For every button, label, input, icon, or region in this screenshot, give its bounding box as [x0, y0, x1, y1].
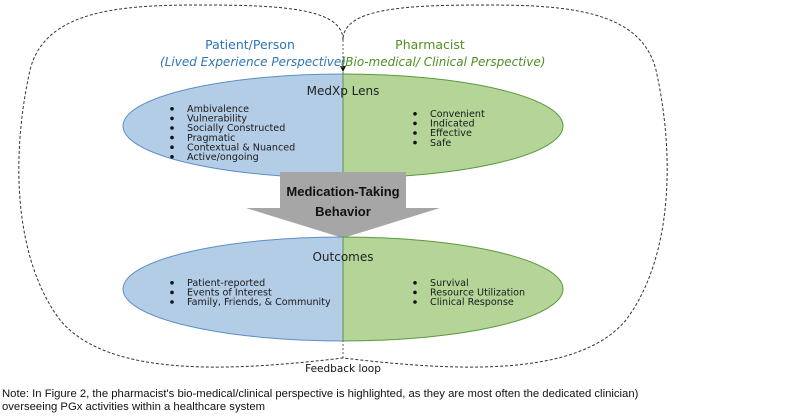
lens-patient-bullet: [170, 116, 174, 121]
lens-pharmacist-bullet: [413, 121, 417, 126]
outcomes-patient-item: Patient-reported: [187, 278, 265, 289]
outcomes-pharmacist-bullet: [413, 290, 417, 295]
lens-patient-item: Socially Constructed: [187, 123, 285, 134]
medication-taking-arrow: Medication-Taking Behavior: [246, 172, 440, 238]
outcomes-pharmacist-item: Clinical Response: [430, 297, 514, 308]
lens-title: MedXp Lens: [307, 84, 380, 98]
feedback-loop-label: Feedback loop: [305, 363, 381, 375]
arrow-label-line1: Medication-Taking: [286, 184, 399, 199]
lens-pharmacist-item: Convenient: [430, 109, 485, 120]
divider-arrow-head: [340, 66, 346, 72]
lens-pharmacist-bullet: [413, 112, 417, 116]
lens-patient-bullet: [170, 145, 174, 149]
lens-patient-bullet: [170, 135, 174, 140]
lens-pharmacist-item: Indicated: [430, 119, 475, 130]
lens-patient-item: Vulnerability: [187, 114, 247, 125]
outcomes-patient-item: Family, Friends, & Community: [187, 297, 331, 308]
arrow-label-line2: Behavior: [315, 204, 371, 219]
outcomes-pharmacist-bullet: [413, 281, 417, 285]
outcomes-patient-bullet: [170, 300, 174, 304]
outcomes-patient-bullet: [170, 290, 174, 295]
pharmacist-subtitle: (Bio-medical/ Clinical Perspective): [341, 55, 546, 69]
lens-pharmacist-bullet: [413, 131, 417, 135]
figure-note: Note: In Figure 2, the pharmacist's bio-…: [2, 388, 792, 413]
outcomes-pharmacist-half: [343, 236, 564, 342]
arrow-shape: [246, 172, 440, 238]
patient-title: Patient/Person: [205, 37, 295, 52]
outcomes-pharmacist-bullet: [413, 300, 417, 304]
feedback-loop-outline: [18, 4, 668, 368]
note-line-1: Note: In Figure 2, the pharmacist's bio-…: [2, 388, 639, 400]
outcomes-patient-bullet: [170, 281, 174, 285]
lens-patient-item: Ambivalence: [187, 104, 249, 115]
medxp-lens: MedXp Lens AmbivalenceVulnerabilitySocia…: [122, 73, 564, 179]
lens-patient-item: Pragmatic: [187, 133, 235, 144]
outcomes-pharmacist-item: Resource Utilization: [430, 288, 525, 299]
lens-pharmacist-half: [343, 73, 564, 179]
lens-patient-item: Contextual & Nuanced: [187, 142, 295, 153]
outcomes-patient-half: [122, 236, 343, 342]
lens-pharmacist-item: Safe: [430, 138, 451, 149]
lens-patient-bullet: [170, 126, 174, 130]
lens-patient-bullet: [170, 155, 174, 159]
pharmacist-title: Pharmacist: [395, 37, 465, 52]
lens-patient-half: [122, 73, 343, 179]
lens-patient-bullet: [170, 107, 174, 111]
patient-subtitle: (Lived Experience Perspective): [160, 55, 346, 69]
outcomes-title: Outcomes: [312, 250, 373, 264]
note-line-2: overseeing PGx activities within a healt…: [2, 400, 266, 413]
lens-patient-item: Active/ongoing: [187, 152, 259, 163]
lens-pharmacist-bullet: [413, 140, 417, 145]
outcomes-pharmacist-item: Survival: [430, 278, 469, 289]
outcomes-patient-item: Events of Interest: [187, 288, 272, 299]
lens-pharmacist-item: Effective: [430, 128, 472, 139]
